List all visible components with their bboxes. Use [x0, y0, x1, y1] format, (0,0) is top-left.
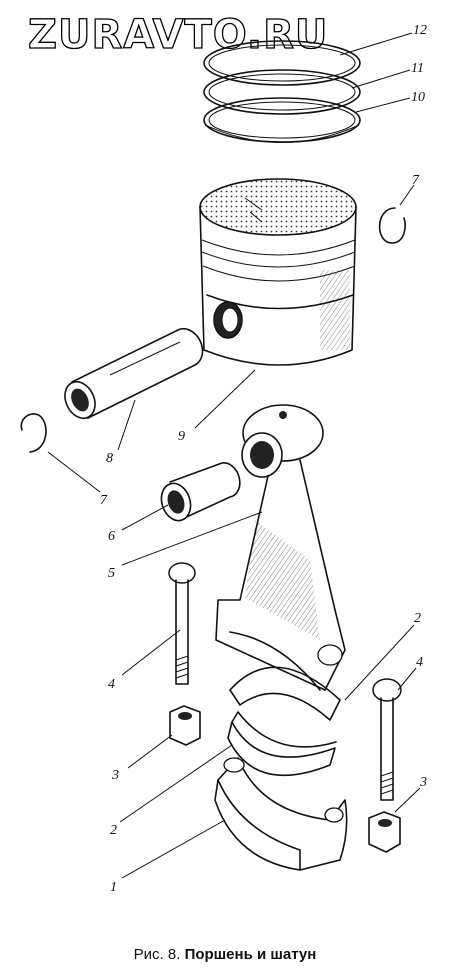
callout-10: 10	[411, 90, 425, 105]
piston-pin	[64, 327, 204, 420]
nut-right	[368, 811, 401, 853]
circlip-left	[20, 413, 47, 453]
bolt-right	[372, 678, 402, 801]
callout-2-top: 2	[414, 611, 421, 626]
bolt-left	[168, 562, 196, 685]
circlip-right	[378, 207, 406, 244]
callout-9: 9	[178, 429, 185, 444]
bearing-shell-lower	[227, 711, 337, 777]
callout-7-left: 7	[100, 493, 108, 508]
piston-rings	[203, 40, 361, 143]
callout-12: 12	[413, 23, 427, 38]
leader-lines	[47, 32, 421, 879]
callout-3-right: 3	[419, 775, 427, 790]
callout-5: 5	[108, 566, 115, 581]
connecting-rod-cap	[214, 757, 348, 871]
caption-prefix: Рис. 8.	[133, 946, 181, 963]
callout-11: 11	[411, 61, 424, 76]
callout-6: 6	[108, 529, 115, 544]
callout-7-top: 7	[412, 173, 420, 188]
watermark-text: ZURAVTO.RU	[28, 12, 328, 58]
nut-left	[169, 705, 201, 746]
caption-title: Поршень и шатун	[184, 946, 317, 963]
callout-4-left: 4	[108, 677, 115, 692]
figure-caption: Рис. 8. Поршень и шатун	[0, 946, 450, 963]
bearing-shell-upper	[229, 666, 341, 721]
callout-labels: 12 11 10 7 9 8 7 6 5 4 2 4 3 2 3 1	[100, 23, 427, 895]
callout-4-right: 4	[416, 655, 423, 670]
callout-2-bottom: 2	[110, 823, 117, 838]
callout-1: 1	[110, 880, 117, 895]
piston	[199, 178, 357, 366]
connecting-rod	[215, 404, 346, 691]
callout-3-left: 3	[111, 768, 119, 783]
small-end-bushing	[160, 462, 241, 522]
callout-8: 8	[106, 451, 113, 466]
